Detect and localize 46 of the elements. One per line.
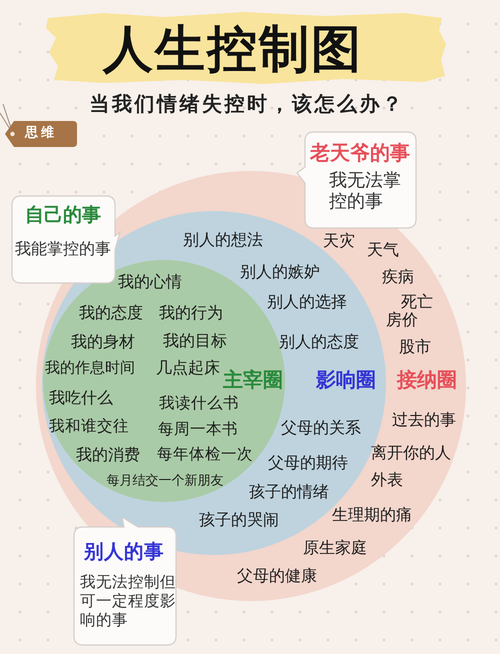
item-label: 我的作息时间 — [45, 359, 135, 377]
item-label: 父母的关系 — [281, 418, 361, 438]
item-label: 我读什么书 — [159, 395, 239, 413]
item-label: 我的行为 — [159, 304, 223, 322]
zone-title: 接纳圈 — [397, 368, 457, 392]
item-label: 父母的健康 — [237, 566, 317, 586]
zone-title: 影响圈 — [316, 368, 376, 392]
zone-title: 主宰圈 — [223, 368, 283, 392]
subtitle: 当我们情绪失控时，该怎么办？ — [90, 92, 404, 116]
item-label: 每年体检一次 — [157, 446, 253, 464]
item-label: 几点起床 — [156, 358, 220, 378]
item-label: 原生家庭 — [303, 538, 367, 558]
tag-label: 思维 — [25, 126, 57, 142]
bubble-text: 我无法掌控的事 — [329, 170, 402, 212]
item-label: 我的态度 — [79, 304, 143, 322]
item-label: 股市 — [399, 338, 431, 356]
item-label: 别人的想法 — [183, 230, 263, 250]
item-label: 过去的事 — [392, 410, 456, 430]
item-label: 别人的态度 — [279, 332, 359, 352]
item-label: 每周一本书 — [158, 421, 238, 439]
item-label: 房价 — [386, 310, 418, 330]
item-label: 我的消费 — [76, 446, 140, 464]
item-label: 我吃什么 — [49, 388, 113, 408]
item-label: 生理期的痛 — [332, 506, 412, 524]
item-label: 死亡 — [401, 292, 433, 312]
item-label: 天气 — [367, 240, 399, 260]
bubble-text: 我能掌控的事 — [15, 240, 111, 258]
item-label: 别人的嫉妒 — [240, 262, 320, 282]
item-label: 孩子的哭闹 — [199, 510, 279, 530]
item-label: 每月结交一个新朋友 — [106, 474, 224, 490]
item-label: 我的身材 — [71, 332, 135, 352]
bubble-text: 我无法控制但可一定程度影响的事 — [80, 573, 176, 630]
item-label: 外表 — [371, 470, 403, 490]
item-label: 疾病 — [382, 268, 414, 286]
bubble-heading: 自己的事 — [25, 205, 101, 227]
item-label: 我的目标 — [163, 332, 227, 350]
item-label: 父母的期待 — [268, 454, 348, 472]
item-label: 别人的选择 — [267, 292, 347, 312]
title: 人生控制图 — [103, 24, 363, 74]
item-label: 离开你的人 — [371, 444, 451, 462]
item-label: 孩子的情绪 — [249, 482, 329, 502]
item-label: 天灾 — [323, 232, 355, 250]
bubble-heading: 别人的事 — [84, 540, 164, 564]
item-label: 我和谁交往 — [49, 418, 129, 436]
bubble-heading: 老天爷的事 — [310, 142, 410, 164]
item-label: 我的心情 — [118, 272, 182, 292]
